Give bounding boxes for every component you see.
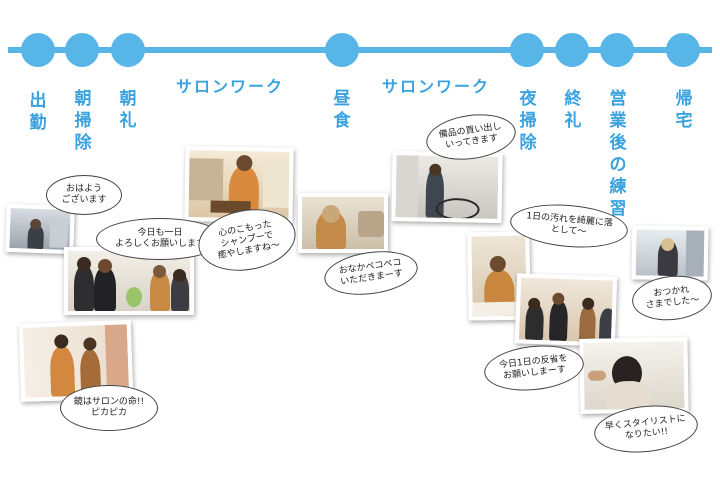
bubble-kagami: 鏡はサロンの命!! ピカピカ bbox=[60, 385, 158, 431]
bubble-ohayou: おはよう ございます bbox=[46, 175, 122, 215]
timeline-dot-shukkin bbox=[21, 33, 55, 67]
timeline-dot-renshuu bbox=[600, 33, 634, 67]
photo-chuushoku bbox=[298, 193, 388, 253]
photo-shuurei bbox=[514, 273, 618, 347]
timeline-dot-yoru-souji bbox=[510, 33, 544, 67]
photo-renshuu bbox=[579, 337, 689, 414]
label-yoru-souji: 夜掃除 bbox=[519, 89, 537, 153]
label-chuushoku: 昼食 bbox=[333, 89, 351, 131]
label-shuurei: 終礼 bbox=[564, 89, 582, 131]
bubble-hansei: 今日1日の反省を お願いしまーす bbox=[481, 340, 587, 396]
label-asa-souji: 朝掃除 bbox=[74, 89, 92, 153]
photo-kaidashi bbox=[391, 151, 503, 223]
label-salon-work-2: サロンワーク bbox=[382, 77, 491, 96]
label-kitaku: 帰宅 bbox=[675, 89, 693, 131]
bubble-onaka: おなかペコペコ いただきまーす bbox=[321, 245, 421, 301]
timeline-dot-shuurei bbox=[555, 33, 589, 67]
timeline-dot-chourei bbox=[111, 33, 145, 67]
timeline-dot-chuushoku bbox=[325, 33, 359, 67]
timeline-line bbox=[8, 47, 712, 53]
photo-kitaku bbox=[631, 225, 709, 281]
label-renshuu: 営業後の練習 bbox=[609, 89, 627, 219]
timeline-dot-kitaku bbox=[666, 33, 700, 67]
label-shukkin: 出勤 bbox=[29, 91, 47, 133]
timeline-dot-asa-souji bbox=[65, 33, 99, 67]
label-salon-work-1: サロンワーク bbox=[176, 77, 285, 96]
label-chourei: 朝礼 bbox=[119, 89, 137, 131]
